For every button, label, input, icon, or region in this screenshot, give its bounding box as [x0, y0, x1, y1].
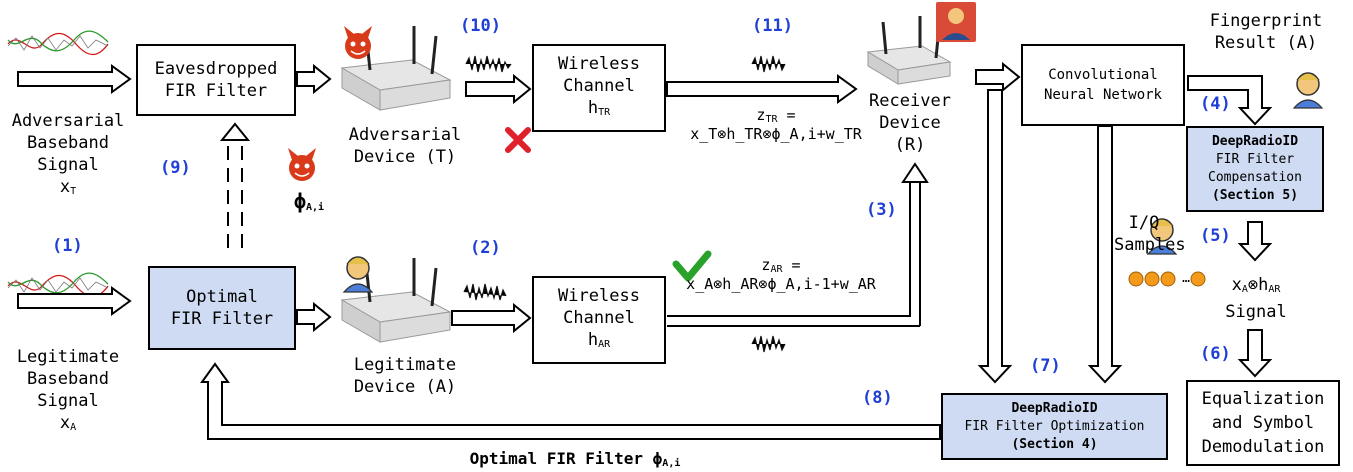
arrow-cnn-to-optimization — [1087, 125, 1123, 384]
arrow-to-channel-bot — [451, 302, 532, 334]
router-icon-legitimate — [340, 258, 452, 343]
step-6: (6) — [1200, 344, 1231, 364]
devil-icon-device — [344, 26, 372, 59]
arrow-receiver-to-cnn — [975, 61, 1021, 93]
person-icon-receiver — [936, 2, 976, 42]
iq-samples-dots — [1128, 271, 1206, 287]
fir-compensation-box: DeepRadioID FIR Filter Compensation (Sec… — [1186, 126, 1324, 212]
arrow-legit-signal — [17, 286, 132, 316]
arrow-fingerprint-to-comp — [1187, 75, 1273, 126]
arrow-optimal-to-device — [296, 301, 332, 333]
noise-bursts — [463, 55, 786, 353]
arrow-signal-to-eq — [1237, 329, 1273, 378]
arrow-channel-to-receiver — [666, 74, 858, 104]
step-4: (4) — [1200, 94, 1231, 114]
phi-eavesdrop-label: ϕA,i — [293, 189, 325, 213]
noise-burst-11 — [751, 55, 786, 73]
step-2: (2) — [470, 238, 501, 258]
arrow-to-channel-top — [465, 73, 532, 105]
person-icon-legit — [342, 256, 374, 293]
eavesdrop-dashed-arrow — [227, 138, 243, 248]
devil-icon-eavesdrop — [288, 148, 316, 181]
waveform-icon-top — [7, 30, 109, 56]
fir-optimization-box: DeepRadioID FIR Filter Optimization (Sec… — [941, 393, 1168, 460]
person-icon-fingerprint — [1292, 72, 1324, 109]
iq-ellipsis: … — [1182, 271, 1190, 286]
z-tr-equation: zTR = x_T⊗h_TR⊗ϕ_A,i+w_TR — [690, 106, 862, 143]
step-7: (7) — [1030, 356, 1061, 376]
noise-burst-bottom — [751, 335, 786, 353]
noise-burst-2 — [463, 283, 507, 301]
signal-out-label: xA⊗hAR Signal — [1225, 275, 1287, 322]
cross-icon — [505, 127, 531, 153]
arrow-adv-signal — [17, 64, 132, 94]
waveform-icon-bottom — [7, 272, 109, 298]
arrow-eaves-to-device — [296, 63, 332, 95]
step-10: (10) — [460, 16, 501, 36]
step-11: (11) — [752, 16, 793, 36]
step-9: (9) — [160, 158, 191, 178]
step-5: (5) — [1200, 226, 1231, 246]
step-8: (8) — [862, 388, 893, 408]
step-1: (1) — [52, 236, 83, 256]
noise-burst-10 — [465, 55, 512, 73]
arrow-comp-to-signal — [1237, 221, 1273, 262]
person-icon-iq — [1146, 218, 1178, 255]
router-icon-adversarial — [340, 26, 452, 111]
router-icon-receiver — [866, 16, 952, 85]
check-icon — [672, 250, 712, 282]
arrow-down-to-optimization — [977, 89, 1013, 384]
bottom-caption: Optimal FIR Filter ϕA,i — [469, 449, 681, 469]
z-ar-equation: zAR = x_A⊗h_AR⊗ϕ_A,i-1+w_AR — [686, 256, 876, 293]
arrow-optimization-to-optimal — [200, 362, 941, 440]
step-3: (3) — [866, 200, 897, 220]
